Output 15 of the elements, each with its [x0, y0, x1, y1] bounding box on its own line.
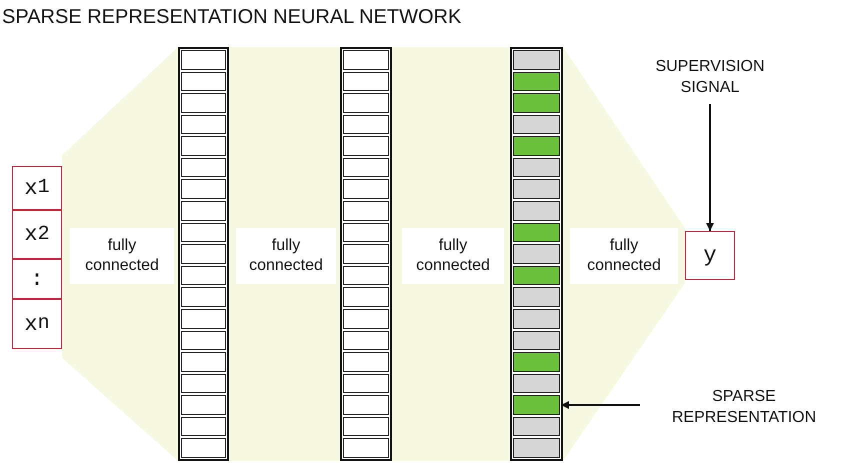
annotation-text: SPARSE REPRESENTATION — [644, 386, 844, 428]
annotation-text: SUPERVISION SIGNAL — [630, 56, 790, 98]
input-cell: : — [12, 259, 62, 299]
layer-connection-label: fully connected — [236, 228, 336, 284]
arrow — [561, 401, 640, 410]
layer-connection-label: fully connected — [70, 228, 174, 284]
layer-column — [178, 47, 229, 461]
layer-column — [510, 47, 563, 461]
arrow — [706, 104, 714, 231]
layer-column — [340, 47, 392, 461]
layer-connection-label: fully connected — [570, 228, 678, 284]
neuron-cell — [513, 395, 560, 415]
output-box: y — [685, 231, 735, 280]
layer-connection-label: fully connected — [402, 228, 504, 284]
diagram-title: SPARSE REPRESENTATION NEURAL NETWORK — [2, 6, 462, 29]
